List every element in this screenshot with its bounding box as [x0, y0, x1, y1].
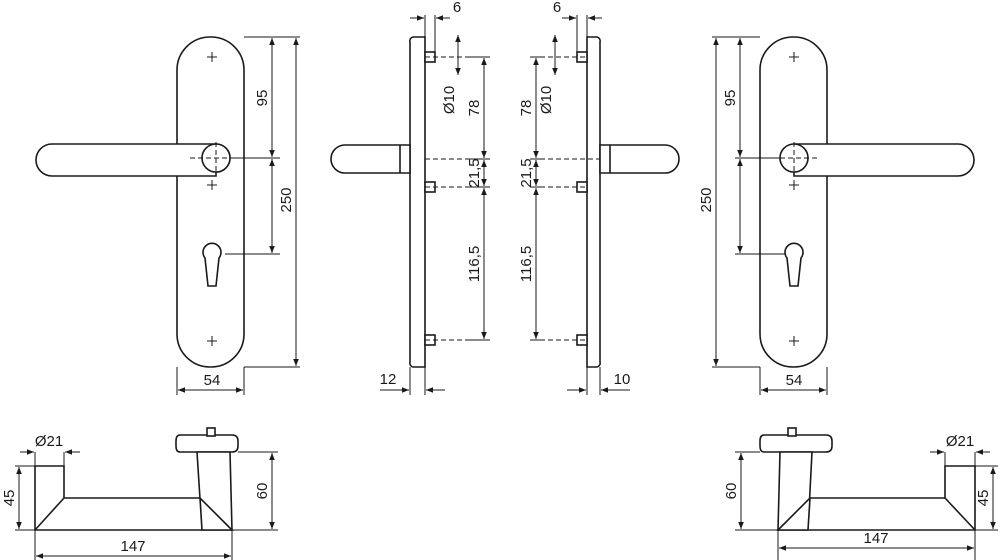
dim-60-left: 60: [254, 483, 271, 500]
dim-116-5-side-left: 116,5: [466, 246, 483, 282]
backplate-left: [176, 36, 245, 368]
screw-marks-left: [207, 52, 217, 346]
dim-95-left: 95: [254, 90, 271, 107]
side-plate-left: [409, 36, 426, 368]
dim-d10-side-left: Ø10: [441, 86, 458, 114]
dim-12-side-left: 12: [380, 371, 397, 388]
dim-6-side-right: 6: [553, 0, 561, 16]
keyhole-right: [784, 242, 804, 287]
dim-d10-side-right: Ø10: [538, 86, 555, 114]
plan-view-right: Ø21 45 60 147: [723, 427, 998, 560]
dim-95-right: 95: [722, 90, 739, 107]
dim-45-right: 45: [975, 490, 992, 507]
plan-rosette-left: [175, 434, 239, 453]
keyhole-left: [202, 242, 222, 287]
dim-21-5-side-right: 21,5: [518, 158, 535, 187]
plan-view-left: Ø21 45 60 147: [1, 427, 278, 560]
lever-left: [35, 143, 217, 177]
side-view-right: 6 Ø10 78 21,5 116,5 10: [518, 0, 680, 395]
dim-21-5-side-left: 21,5: [466, 158, 483, 187]
side-view-left: 6 Ø10 78 21,5 116,5 12: [330, 0, 490, 395]
screw-marks-right: [789, 52, 799, 346]
front-view-right: 95 250 54: [698, 36, 975, 395]
backplate-right: [759, 36, 828, 368]
dim-116-5-side-right: 116,5: [518, 246, 535, 282]
front-view-left: 95 250 54: [35, 36, 300, 395]
dim-6-side-left: 6: [453, 0, 461, 16]
dim-45-left: 45: [1, 490, 18, 507]
dim-250-right: 250: [698, 187, 715, 212]
plan-rosette-right: [759, 434, 833, 453]
dim-78-side-left: 78: [466, 100, 483, 117]
dim-78-side-right: 78: [518, 100, 535, 117]
dim-54-left: 54: [204, 372, 221, 389]
dim-60-right: 60: [723, 483, 740, 500]
dim-147-right: 147: [863, 530, 888, 547]
side-lever-right: [599, 144, 680, 174]
side-lever-left: [330, 144, 411, 174]
dim-147-left: 147: [120, 538, 145, 555]
dim-d21-right: Ø21: [946, 433, 974, 450]
dim-54-right: 54: [786, 372, 803, 389]
side-plate-right: [586, 36, 601, 368]
dim-10-side-right: 10: [614, 371, 631, 388]
dim-d21-left: Ø21: [35, 433, 63, 450]
dim-250-left: 250: [278, 187, 295, 212]
lever-right: [793, 143, 975, 177]
